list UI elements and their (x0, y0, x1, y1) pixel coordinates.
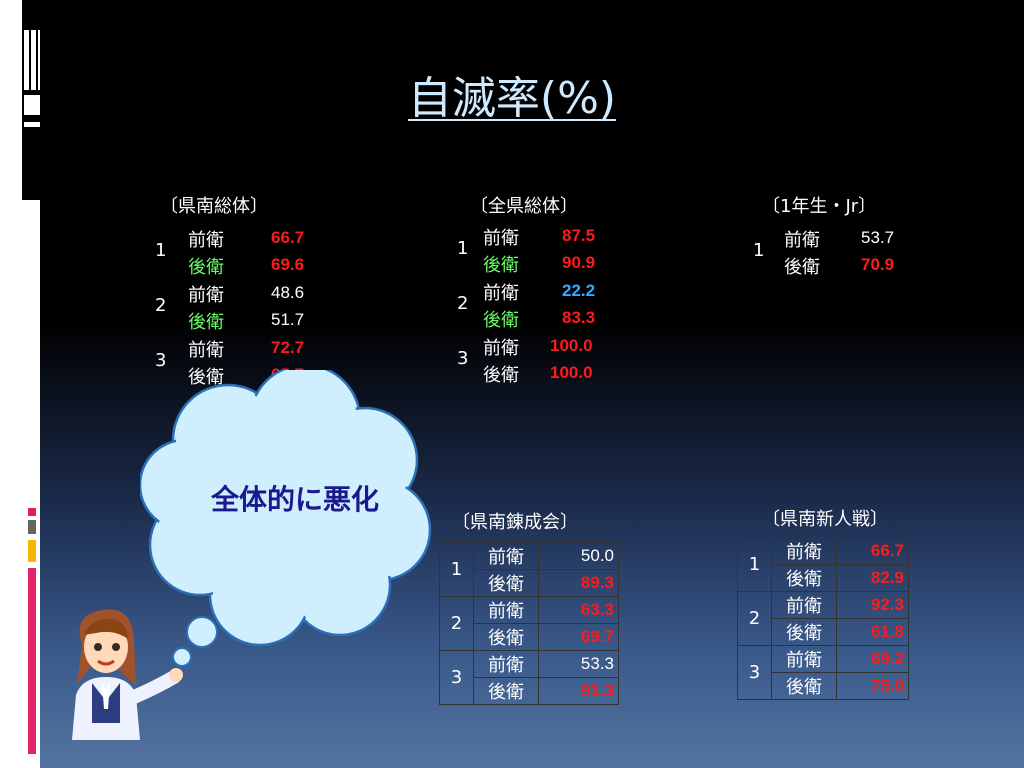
front-value: 100.0 (550, 336, 593, 355)
front-label: 前衛 (771, 645, 837, 673)
back-value: 75.0 (836, 672, 909, 700)
row-index: 3 (155, 350, 167, 371)
table-row: 後衛 61.8 (738, 618, 909, 646)
slide-title: 自滅率(%) (407, 73, 617, 124)
accent-gray-bar (28, 520, 36, 534)
row-index: 1 (753, 240, 765, 261)
back-label: 後衛 (771, 672, 837, 700)
row-index: 1 (457, 238, 469, 259)
back-label: 後衛 (771, 564, 837, 592)
front-value: 66.7 (836, 537, 909, 565)
front-value: 22.2 (562, 281, 596, 300)
front-label: 前衛 (483, 338, 519, 359)
front-label: 前衛 (473, 542, 539, 570)
back-value: 91.3 (538, 677, 619, 705)
back-value: 70.9 (861, 255, 895, 274)
callout-text: 全体的に悪化 (210, 483, 379, 516)
accent-yellow-bar (28, 540, 36, 562)
row-index: 2 (737, 591, 772, 646)
back-label: 後衛 (473, 677, 539, 705)
kennan-shinjin-table: 1 前衛 66.7 後衛 82.9 2 前衛 92.3 後衛 61.8 3 前衛… (737, 537, 909, 700)
row-index: 1 (737, 537, 772, 592)
section-title-kennan-soutai: 〔県南総体〕 (160, 196, 268, 217)
window-pattern-icon (22, 0, 40, 200)
accent-pink-bar (28, 568, 36, 754)
back-label: 後衛 (483, 310, 519, 331)
kennan-rensei-table: 1 前衛 50.0 後衛 89.3 2 前衛 63.3 後衛 69.7 3 前衛… (439, 542, 619, 705)
front-label: 前衛 (188, 230, 224, 251)
front-value: 53.3 (538, 650, 619, 678)
front-label: 前衛 (473, 650, 539, 678)
front-value: 87.5 (562, 226, 596, 245)
row-index: 3 (457, 348, 469, 369)
back-value: 89.3 (538, 569, 619, 597)
front-value: 50.0 (538, 542, 619, 570)
left-decor-strip (0, 0, 40, 768)
table-row: 1 前衛 66.7 (737, 537, 909, 592)
back-label: 後衛 (483, 365, 519, 386)
front-label: 前衛 (188, 340, 224, 361)
front-label: 前衛 (771, 537, 837, 565)
table-row: 1 前衛 50.0 (439, 542, 619, 597)
row-index: 3 (737, 645, 772, 700)
front-value: 66.7 (271, 228, 305, 247)
back-label: 後衛 (483, 255, 519, 276)
front-value: 92.3 (836, 591, 909, 619)
table-row: 2 前衛 63.3 (439, 596, 619, 651)
row-index: 2 (155, 295, 167, 316)
accent-red-bar (28, 508, 36, 516)
front-value: 53.7 (861, 228, 895, 247)
back-label: 後衛 (473, 623, 539, 651)
back-value: 82.9 (836, 564, 909, 592)
front-value: 72.7 (271, 338, 305, 357)
back-value: 69.7 (538, 623, 619, 651)
table-row: 後衛 75.0 (738, 672, 909, 700)
table-row: 3 前衛 53.3 (439, 650, 619, 705)
front-label: 前衛 (483, 228, 519, 249)
back-label: 後衛 (473, 569, 539, 597)
back-label: 後衛 (188, 257, 224, 278)
back-value: 61.8 (836, 618, 909, 646)
back-label: 後衛 (771, 618, 837, 646)
thought-cloud-icon (140, 370, 432, 667)
back-label: 後衛 (784, 257, 820, 278)
back-value: 51.7 (271, 310, 305, 329)
table-row: 3 前衛 69.2 (737, 645, 909, 700)
section-title-ichinen-jr: 〔1年生・Jr〕 (762, 196, 877, 217)
table-row: 2 前衛 92.3 (737, 591, 909, 646)
row-index: 1 (439, 542, 474, 597)
front-value: 69.2 (836, 645, 909, 673)
table-row: 後衛 69.7 (440, 623, 619, 651)
row-index: 1 (155, 240, 167, 261)
front-label: 前衛 (483, 283, 519, 304)
back-label: 後衛 (188, 367, 224, 388)
row-index: 2 (457, 293, 469, 314)
back-value: 90.9 (562, 253, 596, 272)
front-label: 前衛 (473, 596, 539, 624)
table-row: 後衛 89.3 (440, 569, 619, 597)
front-label: 前衛 (771, 591, 837, 619)
front-value: 48.6 (271, 283, 305, 302)
front-label: 前衛 (784, 230, 820, 251)
back-value: 69.6 (271, 255, 305, 274)
back-value: 83.3 (562, 308, 596, 327)
row-index: 3 (439, 650, 474, 705)
front-label: 前衛 (188, 285, 224, 306)
table-row: 後衛 91.3 (440, 677, 619, 705)
table-row: 後衛 82.9 (738, 564, 909, 592)
front-value: 63.3 (538, 596, 619, 624)
section-title-kennan-rensei: 〔県南錬成会〕 (452, 512, 578, 533)
section-title-zenken-soutai: 〔全県総体〕 (470, 196, 578, 217)
section-title-kennan-shinjin: 〔県南新人戦〕 (762, 509, 888, 530)
presenter-girl-icon (72, 609, 183, 740)
back-value: 100.0 (550, 363, 593, 382)
back-label: 後衛 (188, 312, 224, 333)
row-index: 2 (439, 596, 474, 651)
